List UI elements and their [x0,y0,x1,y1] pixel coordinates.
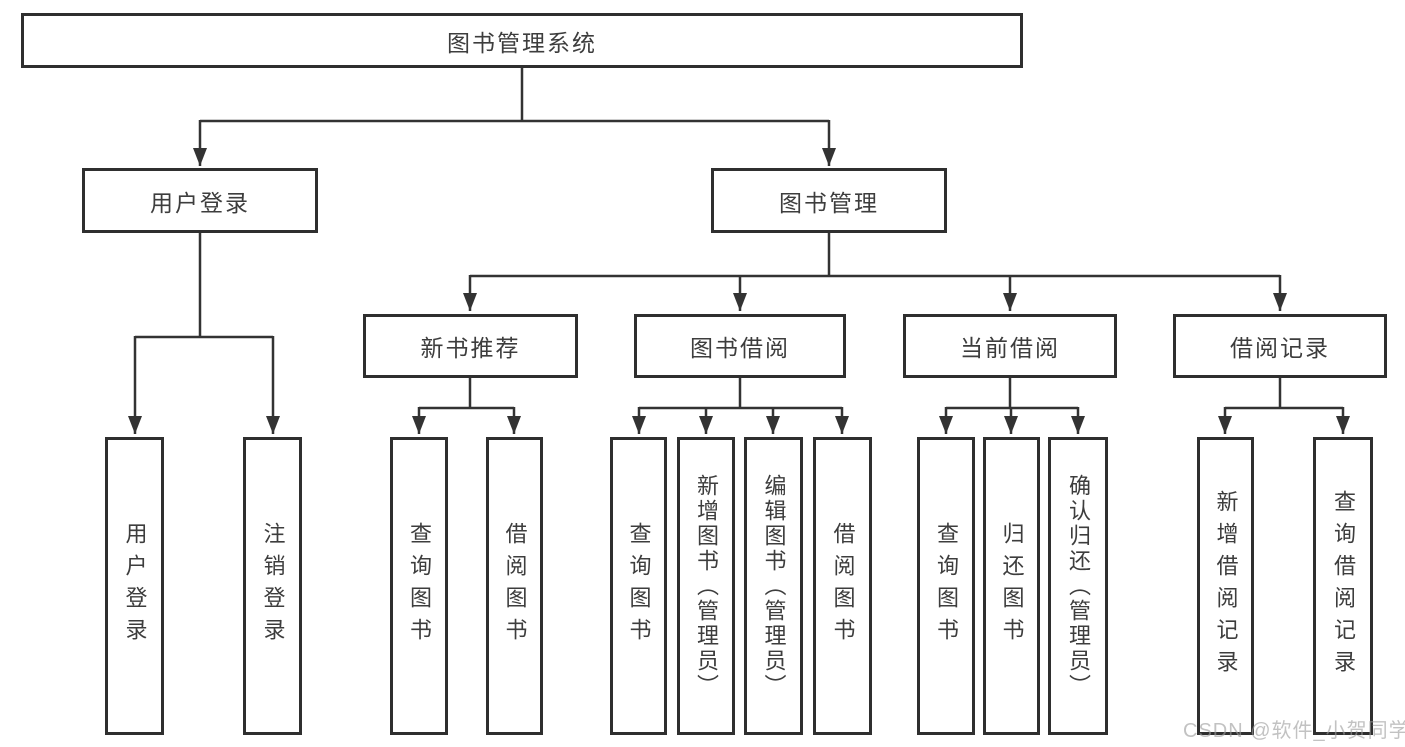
leaf-logout: 注销登录 [243,437,302,735]
node-book-management: 图书管理 [711,168,947,233]
leaf-borrow-books-recommend: 借阅图书 [486,437,543,735]
node-user-login: 用户登录 [82,168,318,233]
node-current-borrow: 当前借阅 [903,314,1117,378]
node-new-book-recommend: 新书推荐 [363,314,578,378]
leaf-return-books: 归还图书 [983,437,1040,735]
leaf-add-books-admin: 新增图书（管理员） [677,437,735,735]
csdn-watermark: CSDN @软件_小贺同学 [1183,720,1405,742]
leaf-borrow-books: 借阅图书 [813,437,872,735]
leaf-add-borrow-record: 新增借阅记录 [1197,437,1254,735]
leaf-query-books-borrow: 查询图书 [610,437,667,735]
leaf-query-borrow-record: 查询借阅记录 [1313,437,1373,735]
leaf-query-books-recommend: 查询图书 [390,437,448,735]
node-book-borrow: 图书借阅 [634,314,846,378]
leaf-confirm-return-admin: 确认归还（管理员） [1048,437,1108,735]
node-borrow-records: 借阅记录 [1173,314,1387,378]
leaf-query-books-current: 查询图书 [917,437,975,735]
leaf-user-login: 用户登录 [105,437,164,735]
node-root-library-system: 图书管理系统 [21,13,1023,68]
leaf-edit-books-admin: 编辑图书（管理员） [744,437,803,735]
